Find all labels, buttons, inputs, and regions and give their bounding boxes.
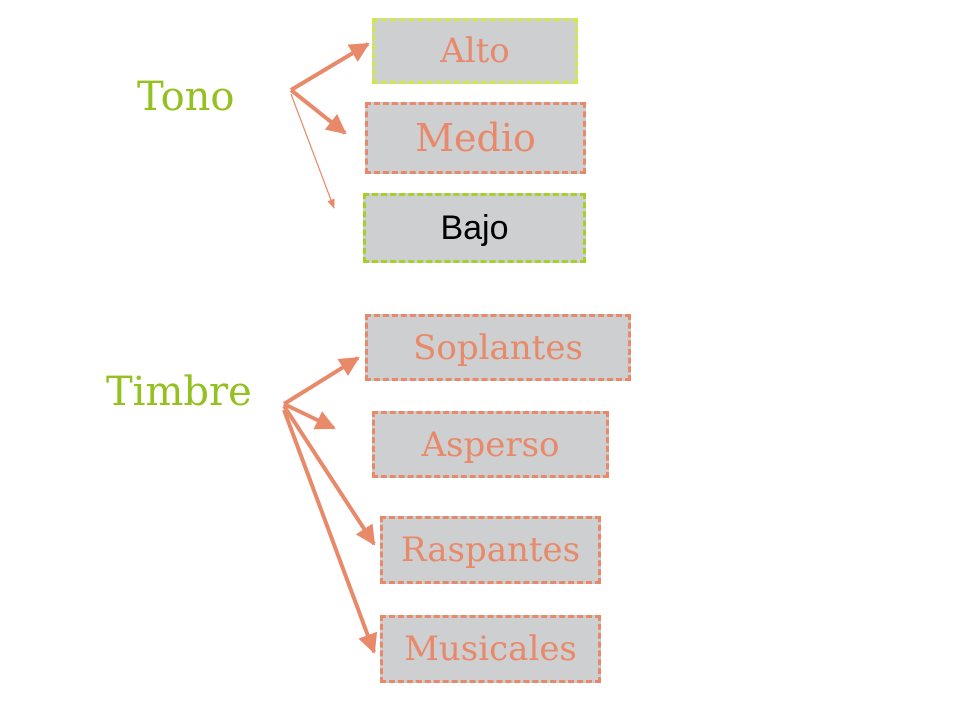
- option-soplantes: Soplantes: [365, 314, 631, 381]
- group-title-timbre: Timbre: [106, 369, 252, 415]
- arrow-tono-alto: [289, 42, 370, 92]
- option-alto: Alto: [372, 18, 578, 84]
- arrow-timbre-asperso: [283, 402, 336, 430]
- option-raspantes: Raspantes: [380, 516, 601, 584]
- arrow-tono-bajo: [290, 93, 335, 209]
- option-asperso: Asperso: [372, 411, 609, 478]
- group-title-tono: Tono: [137, 74, 235, 120]
- option-musicales: Musicales: [380, 615, 601, 683]
- option-bajo: Bajo: [363, 193, 586, 263]
- option-medio: Medio: [365, 102, 586, 174]
- arrow-timbre-raspantes: [282, 404, 376, 546]
- arrow-timbre-soplantes: [282, 356, 360, 406]
- arrow-timbre-musicales: [282, 409, 378, 654]
- arrow-tono-medio: [289, 88, 347, 135]
